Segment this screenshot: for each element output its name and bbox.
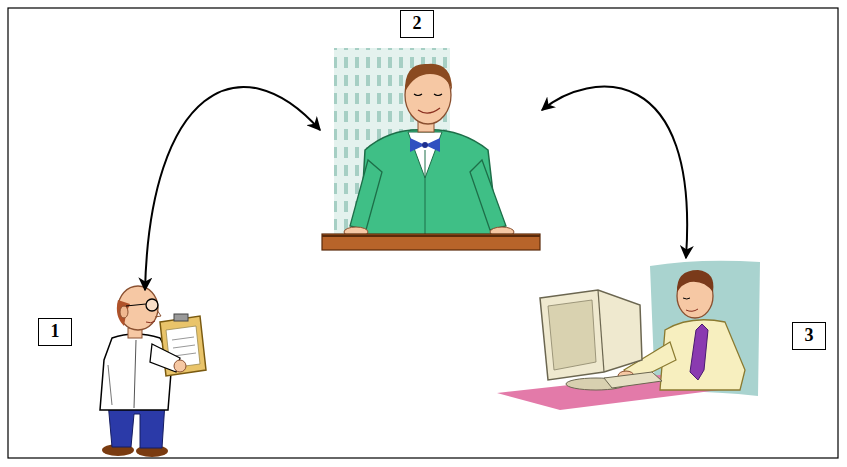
callout-number: 3 [792,322,826,350]
figure-region: 1 [30,290,210,458]
figure-region: 3 [495,258,830,410]
callout-number: 1 [38,318,72,346]
curved-arrow [145,87,320,290]
computer-user-figure [497,261,760,410]
clerk-figure [322,48,540,250]
figure-region: 2 [320,8,542,252]
callout-number: 2 [400,10,434,38]
scientist-figure [100,286,206,457]
frame [8,8,838,458]
curved-arrow [542,87,687,258]
